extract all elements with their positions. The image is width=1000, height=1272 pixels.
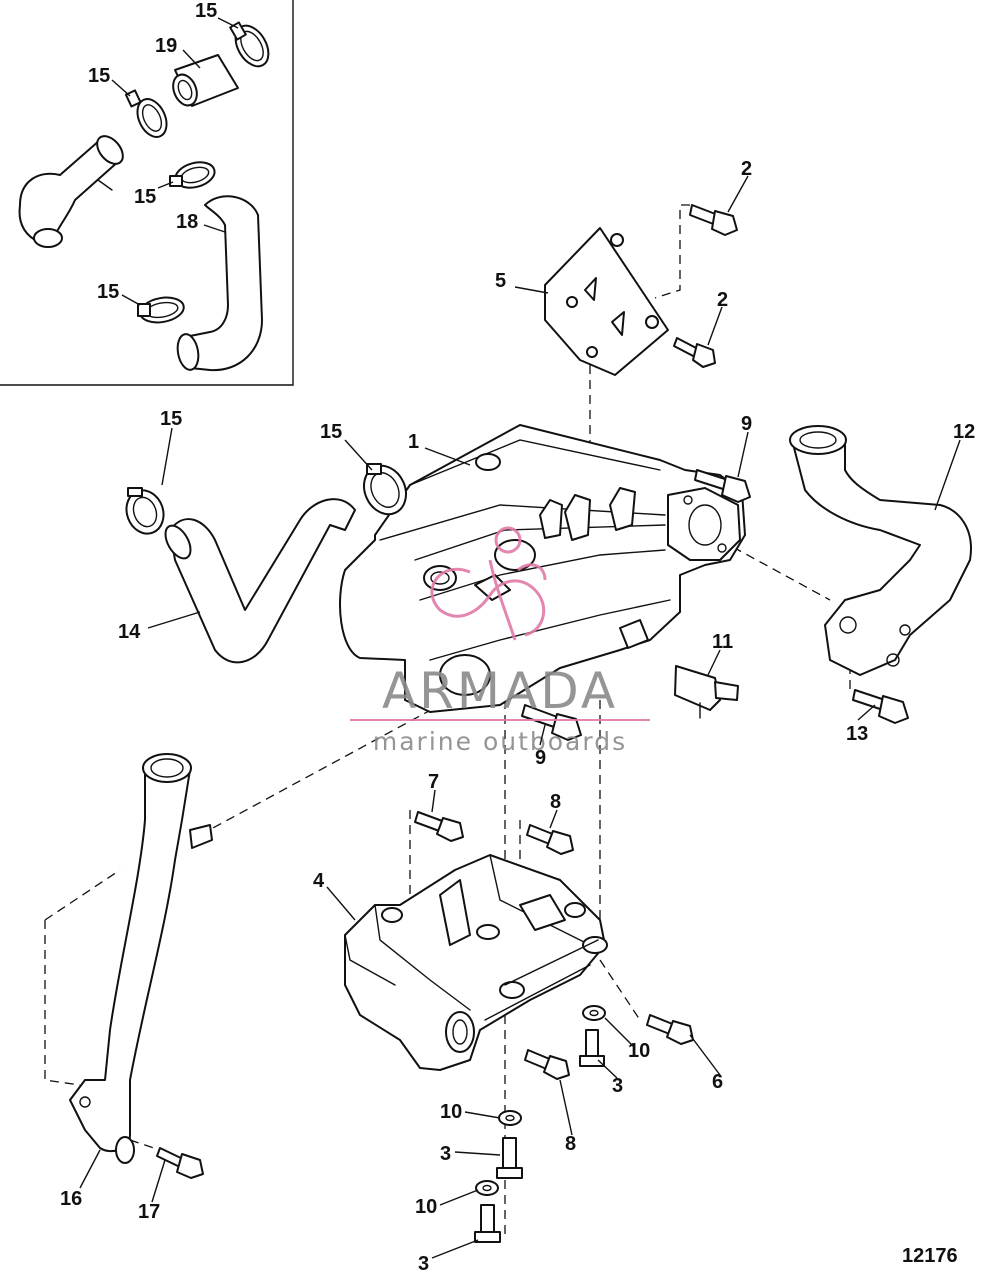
figure-number: 12176	[902, 1245, 958, 1267]
callout-7: 7	[428, 771, 439, 793]
part-10-washer-right	[582, 1005, 606, 1021]
callout-9-upper: 9	[741, 413, 752, 435]
callout-13: 13	[846, 723, 868, 745]
callout-6: 6	[712, 1071, 723, 1093]
callout-10-middle: 10	[440, 1101, 462, 1123]
part-8-bolt-upper	[526, 824, 574, 855]
callout-17: 17	[138, 1201, 160, 1223]
callout-4: 4	[313, 870, 325, 892]
part-15-clamp-inset-c	[169, 161, 216, 189]
part-4-mount-bracket	[344, 854, 608, 1071]
callout-labels: 15 19 15 15 18 15 2 2 5 1 9 12 15 15 14 …	[60, 0, 975, 1272]
part-18-hose	[176, 195, 263, 372]
callout-10-lower: 10	[415, 1196, 437, 1218]
part-9-bolt-upper	[694, 469, 751, 503]
callout-15-inset-left: 15	[88, 65, 110, 87]
callout-14: 14	[118, 621, 141, 643]
callout-8-upper: 8	[550, 791, 561, 813]
part-15-clamp-inset-a	[229, 21, 270, 68]
callout-1: 1	[408, 431, 419, 453]
callout-2-lower: 2	[717, 289, 728, 311]
part-8-bolt-lower	[524, 1049, 570, 1080]
callout-9-lower: 9	[535, 747, 546, 769]
part-13-bolt	[852, 689, 909, 724]
part-10-washer-middle	[498, 1110, 522, 1126]
part-15-clamp-inset-b	[124, 89, 168, 138]
callout-15-inset-mid: 15	[134, 186, 156, 208]
part-16-tube	[69, 753, 213, 1164]
callout-12: 12	[953, 421, 975, 443]
part-12-pipe	[789, 425, 972, 676]
callout-3-lower: 3	[418, 1253, 429, 1272]
leader-lines	[79, 17, 961, 1259]
part-2-bolt-upper	[689, 204, 738, 236]
callout-2-upper: 2	[741, 158, 752, 180]
callout-15-inset-bottom: 15	[97, 281, 119, 303]
part-3-screw-lower	[474, 1204, 501, 1243]
watermark-brand: ARMADA	[382, 662, 618, 720]
callout-8-lower: 8	[565, 1133, 576, 1155]
part-11-fitting	[674, 665, 739, 719]
callout-15-left: 15	[160, 408, 182, 430]
alignment-lines	[44, 204, 851, 1240]
part-3-screw-right	[579, 1029, 605, 1067]
callout-15-inset-top: 15	[195, 0, 217, 22]
part-2-bolt-lower	[673, 337, 716, 368]
part-3-screw-middle	[496, 1137, 523, 1179]
inset-elbow-pipe	[18, 135, 124, 248]
part-14-hose	[164, 498, 356, 664]
watermark-logo-icon	[430, 526, 547, 641]
part-10-washer-lower	[475, 1180, 499, 1196]
part-19-hose-coupler	[172, 54, 239, 107]
callout-16: 16	[60, 1188, 82, 1210]
part-17-bolt	[156, 1147, 204, 1179]
callout-15-center: 15	[320, 421, 342, 443]
callout-3-middle: 3	[440, 1143, 451, 1165]
callout-3-right: 3	[612, 1075, 623, 1097]
callout-19: 19	[155, 35, 177, 57]
part-6-bolt	[646, 1014, 694, 1045]
watermark-tagline: marine outboards	[373, 727, 627, 756]
part-7-bolt	[414, 811, 464, 842]
watermark: ARMADA marine outboards	[350, 526, 650, 756]
inset-box	[0, 0, 294, 386]
part-5-bracket	[544, 227, 669, 376]
part-15-clamp-inset-d	[137, 296, 185, 324]
part-15-clamp-left	[125, 487, 165, 535]
callout-18: 18	[176, 211, 198, 233]
part-15-clamp-center	[363, 463, 407, 516]
callout-5: 5	[495, 270, 506, 292]
callout-10-right: 10	[628, 1040, 650, 1062]
callout-11: 11	[712, 631, 733, 653]
